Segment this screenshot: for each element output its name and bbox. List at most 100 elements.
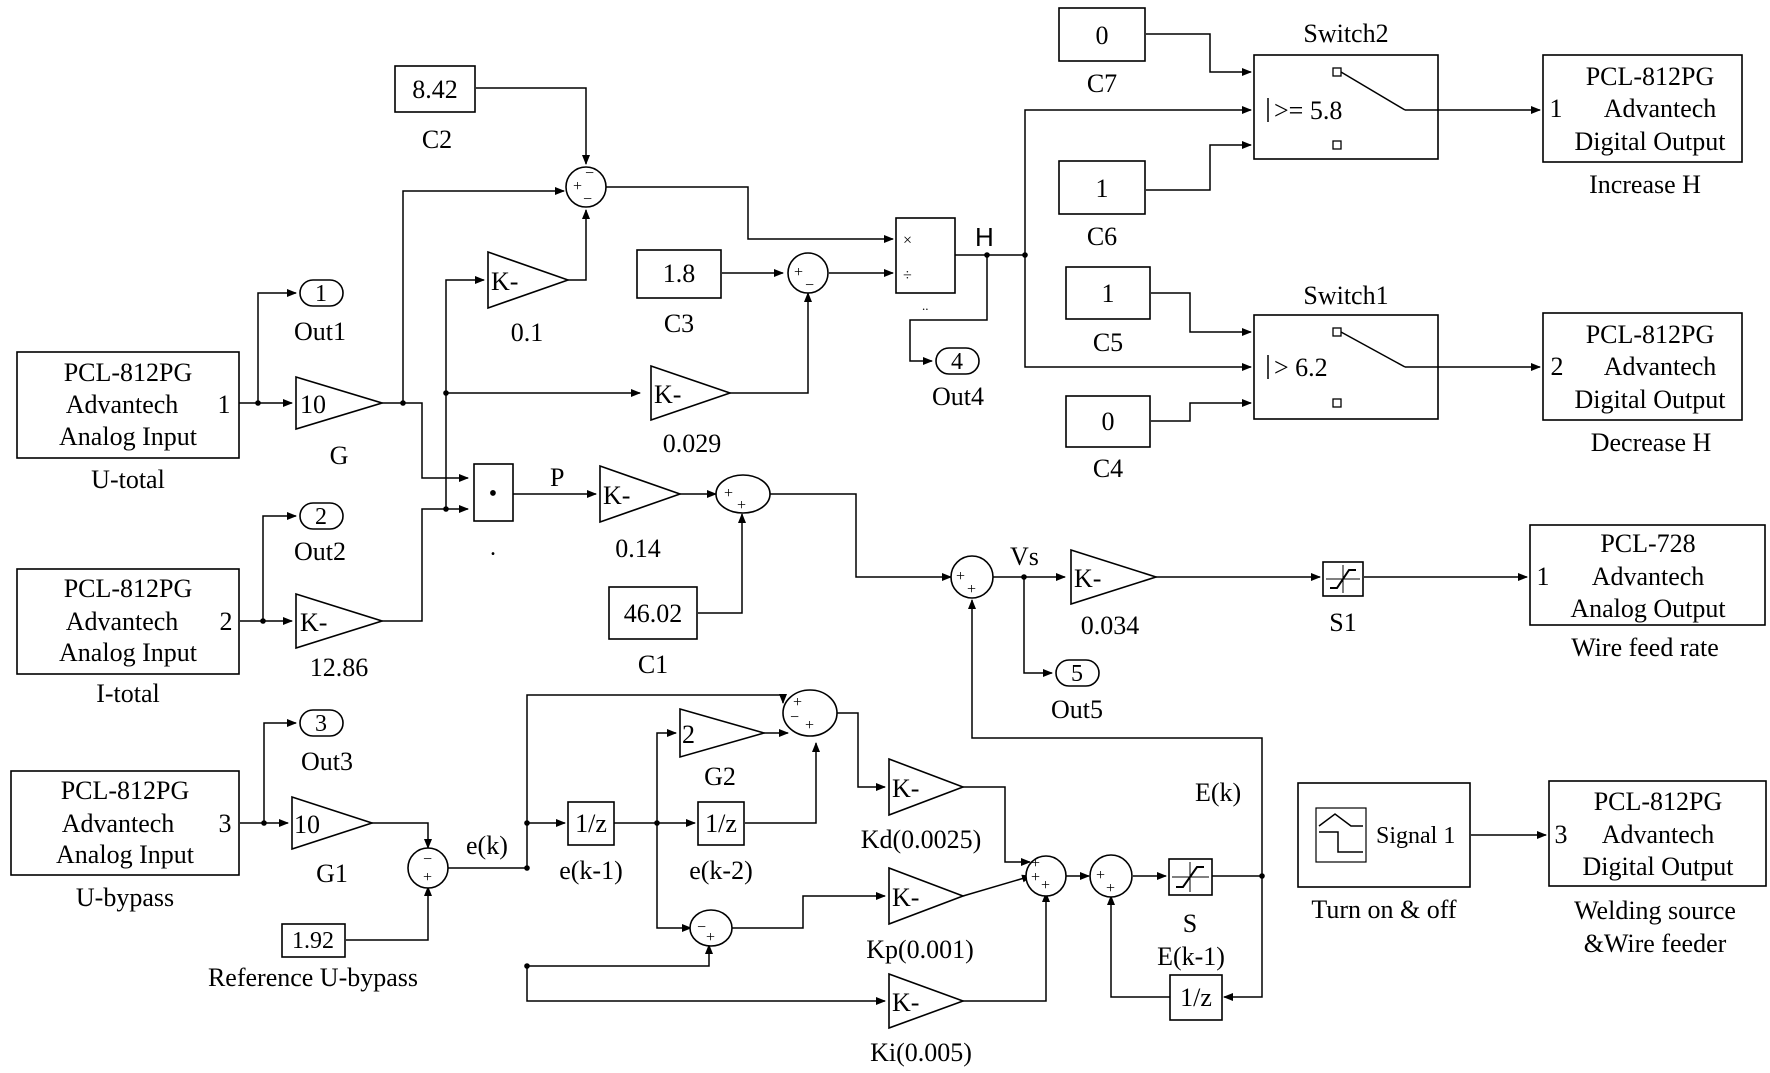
digital-output-welding-source[interactable]: PCL-812PG Advantech Digital Output 3 Wel… bbox=[1548, 780, 1767, 958]
product-p[interactable]: • . bbox=[473, 463, 514, 561]
svg-text:Digital Output: Digital Output bbox=[1583, 852, 1735, 881]
svg-text:C4: C4 bbox=[1093, 454, 1123, 483]
signal-builder[interactable]: Signal 1 Turn on & off bbox=[1297, 782, 1471, 924]
analog-input-u-bypass[interactable]: PCL-812PG Advantech Analog Input 3 U-byp… bbox=[10, 770, 240, 912]
product-h[interactable]: × ÷ .. bbox=[895, 217, 956, 313]
constant-c7[interactable]: 0 C7 bbox=[1058, 7, 1146, 98]
svg-text:K-: K- bbox=[892, 774, 919, 803]
svg-text:Advantech: Advantech bbox=[1592, 562, 1705, 591]
outport-5[interactable]: 5 Out5 bbox=[1051, 659, 1103, 724]
svg-text:I-total: I-total bbox=[96, 679, 160, 708]
sum-c3[interactable]: +− bbox=[787, 252, 829, 294]
svg-text:1.8: 1.8 bbox=[663, 259, 696, 288]
saturation-s1[interactable]: S1 bbox=[1322, 561, 1364, 637]
svg-text:Advantech: Advantech bbox=[1602, 820, 1715, 849]
svg-text:Out4: Out4 bbox=[932, 382, 984, 411]
svg-text:C2: C2 bbox=[422, 125, 452, 154]
gain-g1[interactable]: 10 G1 bbox=[291, 795, 375, 888]
svg-text:1.92: 1.92 bbox=[292, 928, 334, 954]
unit-delay-ek1[interactable]: 1/z e(k-1) bbox=[559, 801, 623, 885]
svg-text:C1: C1 bbox=[638, 650, 668, 679]
svg-text:Ki(0.005): Ki(0.005) bbox=[870, 1038, 972, 1067]
sum-derivative[interactable]: +−+ bbox=[782, 689, 838, 737]
constant-c3[interactable]: 1.8 C3 bbox=[636, 249, 722, 338]
svg-text:Switch2: Switch2 bbox=[1303, 19, 1388, 48]
constant-reference-u-bypass[interactable]: 1.92 Reference U-bypass bbox=[208, 923, 418, 992]
svg-text:K-: K- bbox=[603, 481, 630, 510]
svg-text:−: − bbox=[790, 709, 799, 726]
svg-text:Out1: Out1 bbox=[294, 317, 346, 346]
svg-text:>= 5.8: >= 5.8 bbox=[1274, 96, 1342, 125]
sum-e[interactable]: −+ bbox=[407, 847, 449, 889]
svg-text:Analog Output: Analog Output bbox=[1570, 594, 1726, 623]
digital-output-decrease-h[interactable]: PCL-812PG Advantech Digital Output 2 Dec… bbox=[1542, 312, 1743, 457]
svg-text:E(k-1): E(k-1) bbox=[1157, 942, 1225, 971]
svg-text:1: 1 bbox=[1537, 562, 1550, 591]
svg-text:.: . bbox=[490, 535, 496, 561]
analog-output-wire-feed[interactable]: PCL-728 Advantech Analog Output 1 Wire f… bbox=[1529, 524, 1766, 662]
outport-1[interactable]: 1 Out1 bbox=[294, 279, 346, 346]
svg-text:46.02: 46.02 bbox=[624, 599, 683, 628]
constant-c4[interactable]: 0 C4 bbox=[1065, 395, 1151, 483]
gain-0-1[interactable]: K- 0.1 bbox=[487, 250, 571, 347]
outport-2[interactable]: 2 Out2 bbox=[294, 502, 346, 566]
sum-vs[interactable]: ++ bbox=[950, 555, 994, 599]
svg-text:PCL-812PG: PCL-812PG bbox=[61, 776, 190, 805]
sum-pid[interactable]: +++ bbox=[1025, 855, 1067, 897]
switch-2[interactable]: Switch2 >= 5.8 bbox=[1253, 19, 1439, 160]
sum-c1[interactable]: ++ bbox=[715, 474, 771, 514]
analog-input-i-total[interactable]: PCL-812PG Advantech Analog Input 2 I-tot… bbox=[16, 568, 240, 708]
gain-kd[interactable]: K- Kd(0.0025) bbox=[861, 757, 982, 854]
svg-text:3: 3 bbox=[1555, 820, 1568, 849]
sum-c2[interactable]: +−− bbox=[565, 165, 607, 208]
saturation-s[interactable]: S bbox=[1168, 858, 1213, 938]
svg-text:Wire feed rate: Wire feed rate bbox=[1571, 633, 1719, 662]
sum-increment[interactable]: ++ bbox=[1089, 854, 1133, 898]
unit-delay-ek-prev[interactable]: 1/z E(k-1) bbox=[1157, 942, 1225, 1021]
svg-text:> 6.2: > 6.2 bbox=[1274, 353, 1328, 382]
svg-text:Signal 1: Signal 1 bbox=[1376, 823, 1455, 849]
gain-kp[interactable]: K- Kp(0.001) bbox=[866, 866, 974, 964]
constant-c5[interactable]: 1 C5 bbox=[1065, 266, 1151, 357]
constant-c6[interactable]: 1 C6 bbox=[1058, 160, 1146, 251]
sum-proportional[interactable]: −+ bbox=[689, 909, 733, 947]
svg-text:+: + bbox=[1096, 867, 1105, 884]
constant-c1[interactable]: 46.02 C1 bbox=[608, 586, 698, 679]
svg-text:C3: C3 bbox=[664, 309, 694, 338]
svg-text:0.034: 0.034 bbox=[1081, 611, 1140, 640]
svg-text:K-: K- bbox=[300, 608, 327, 637]
constant-c2[interactable]: 8.42 C2 bbox=[394, 65, 476, 154]
svg-text:G2: G2 bbox=[704, 762, 736, 791]
svg-text:+: + bbox=[1106, 880, 1115, 897]
svg-text:Switch1: Switch1 bbox=[1303, 281, 1388, 310]
outport-3[interactable]: 3 Out3 bbox=[299, 709, 353, 776]
gain-12-86[interactable]: K- 12.86 bbox=[295, 592, 385, 682]
svg-text:+: + bbox=[956, 568, 965, 585]
gain-0-034[interactable]: K- 0.034 bbox=[1070, 548, 1159, 640]
svg-text:Analog Input: Analog Input bbox=[59, 638, 198, 667]
svg-text:U-bypass: U-bypass bbox=[76, 883, 174, 912]
svg-text:K-: K- bbox=[1074, 564, 1101, 593]
svg-text:Reference U-bypass: Reference U-bypass bbox=[208, 963, 418, 992]
gain-0-029[interactable]: K- 0.029 bbox=[650, 364, 733, 458]
svg-text:1: 1 bbox=[1096, 174, 1109, 203]
svg-text:3: 3 bbox=[315, 711, 327, 737]
gain-g2[interactable]: 2 G2 bbox=[679, 707, 767, 791]
svg-text:K-: K- bbox=[892, 883, 919, 912]
svg-text:•: • bbox=[489, 481, 497, 507]
gain-0-14[interactable]: K- 0.14 bbox=[599, 464, 683, 563]
signal-ek-upper-label: E(k) bbox=[1195, 778, 1241, 807]
outport-4[interactable]: 4 Out4 bbox=[932, 347, 984, 411]
svg-text:+: + bbox=[1031, 869, 1040, 886]
svg-text:+: + bbox=[794, 264, 803, 281]
switch-1[interactable]: Switch1 > 6.2 bbox=[1253, 281, 1439, 420]
svg-text:Digital Output: Digital Output bbox=[1575, 127, 1727, 156]
analog-input-u-total[interactable]: PCL-812PG Advantech Analog Input 1 U-tot… bbox=[16, 351, 240, 494]
gain-ki[interactable]: K- Ki(0.005) bbox=[870, 972, 972, 1067]
gain-g[interactable]: 10 G bbox=[295, 375, 385, 470]
digital-output-increase-h[interactable]: PCL-812PG Advantech Digital Output 1 Inc… bbox=[1542, 54, 1743, 199]
unit-delay-ek2[interactable]: 1/z e(k-2) bbox=[689, 801, 753, 885]
svg-text:10: 10 bbox=[300, 390, 326, 419]
svg-text:PCL-812PG: PCL-812PG bbox=[64, 358, 193, 387]
